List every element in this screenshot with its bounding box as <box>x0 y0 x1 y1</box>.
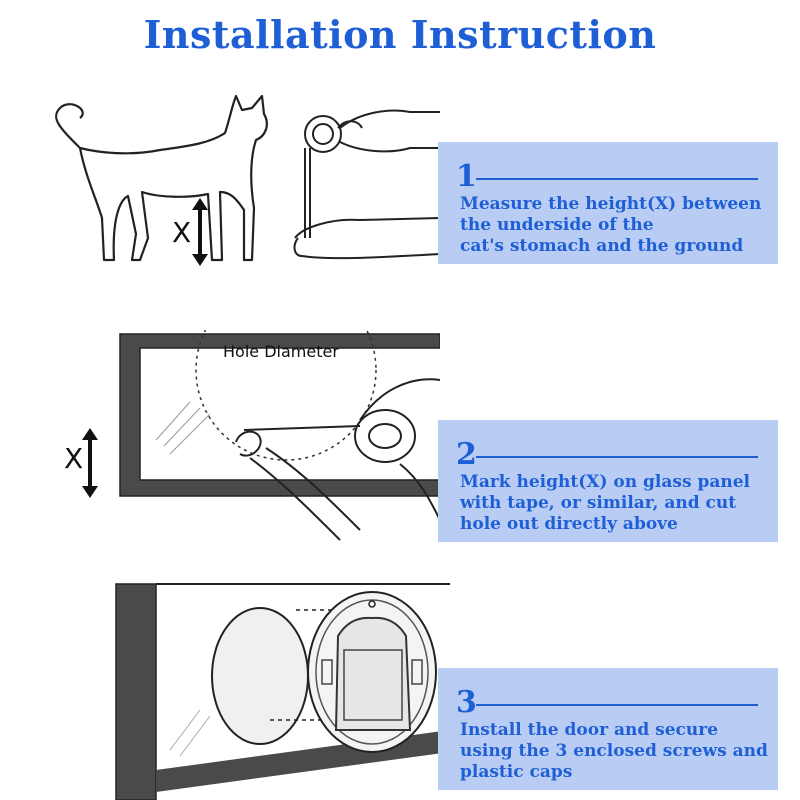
step-1-line-3: cat's stomach and the ground <box>460 236 744 256</box>
step-2-rule <box>476 456 758 458</box>
step-2-box: 2 Mark height(X) on glass panel with tap… <box>438 420 778 542</box>
step-1-line-1: Measure the height(X) between <box>460 194 762 214</box>
tape-roll-hand <box>235 378 440 541</box>
window-frame <box>119 333 440 497</box>
glass-panel-illustration <box>82 330 440 541</box>
page-title: Installation Instruction <box>143 12 657 57</box>
step-3-rule <box>476 704 758 706</box>
step-1-rule <box>476 178 758 180</box>
step-3-text: Install the door and secure using the 3 … <box>460 720 768 783</box>
step-2-line-1: Mark height(X) on glass panel <box>460 472 750 492</box>
step-2-line-3: hole out directly above <box>460 514 678 534</box>
step-2-number: 2 <box>456 437 477 472</box>
cat-silhouette <box>55 94 268 262</box>
hole-diameter-circle <box>195 330 377 461</box>
step-1-box: 1 Measure the height(X) between the unde… <box>438 142 778 264</box>
step-1-number: 1 <box>456 159 477 194</box>
window-frame-3 <box>115 583 157 800</box>
step-3-line-3: plastic caps <box>460 762 573 782</box>
step-1-line-2: the underside of the <box>460 215 654 235</box>
step-3-line-2: using the 3 enclosed screws and <box>460 741 768 761</box>
hole-diameter-label: Hole Diameter <box>223 342 339 361</box>
tape-measure-hands <box>293 109 440 260</box>
step-3-line-1: Install the door and secure <box>460 720 719 740</box>
step-2-text: Mark height(X) on glass panel with tape,… <box>460 472 768 535</box>
cat-flap-door <box>307 591 437 753</box>
step-3-box: 3 Install the door and secure using the … <box>438 668 778 790</box>
x-label-1: X <box>172 216 192 249</box>
x-label-2: X <box>64 442 84 475</box>
door-install-illustration <box>115 583 450 800</box>
step-1-text: Measure the height(X) between the unders… <box>460 194 768 257</box>
step-3-number: 3 <box>456 685 477 720</box>
measure-cat-illustration <box>55 94 440 266</box>
step-2-line-2: with tape, or similar, and cut <box>460 493 737 513</box>
cut-hole <box>211 607 309 745</box>
